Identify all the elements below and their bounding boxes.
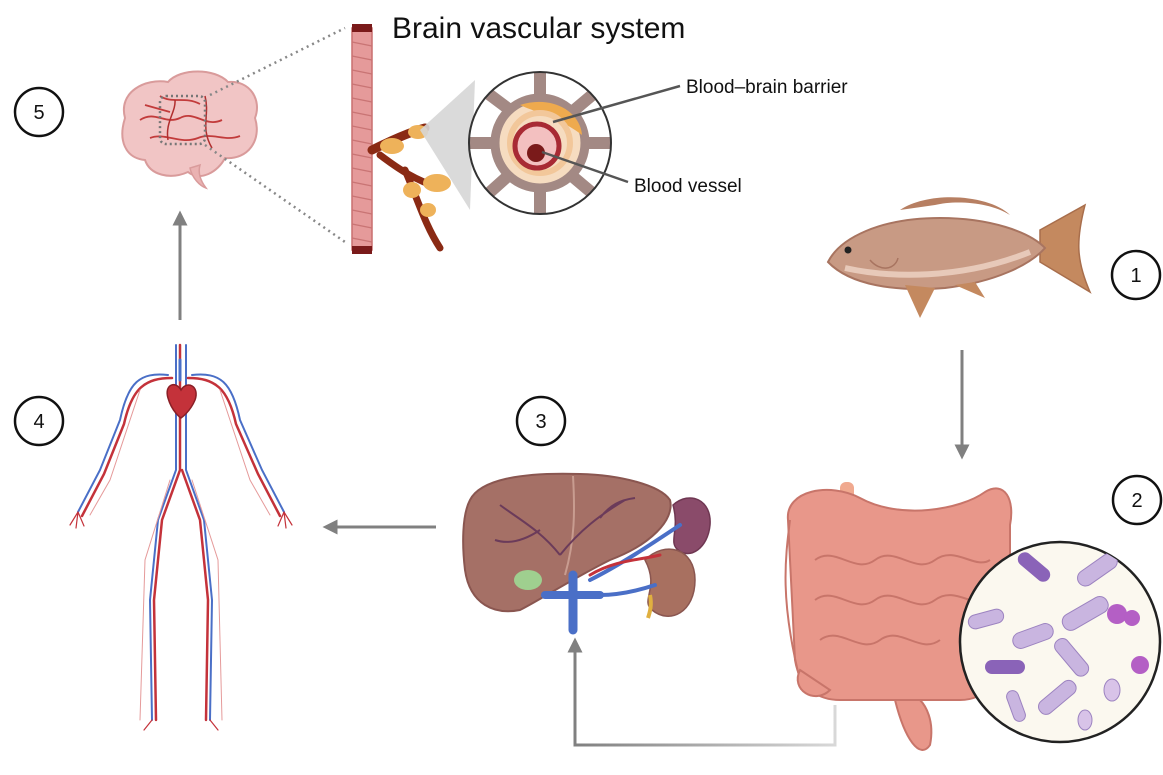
gut-bacteria-zoom (960, 542, 1160, 742)
circulatory-system-icon (70, 345, 292, 730)
diagram-title: Brain vascular system (392, 12, 685, 45)
step-number-3: 3 (535, 411, 546, 433)
fish-icon (828, 197, 1090, 318)
vessel-label: Blood vessel (634, 176, 742, 197)
bbb-label: Blood–brain barrier (686, 77, 848, 98)
step-number-5: 5 (33, 102, 44, 124)
step-number-2: 2 (1131, 490, 1142, 512)
step-badge-3: 3 (517, 397, 565, 445)
zoom-line-bottom (205, 145, 345, 242)
brain-vessel-illustration (352, 24, 475, 254)
bbb-cross-section (455, 60, 625, 230)
liver-kidney-icon (463, 474, 710, 630)
step-badge-1: 1 (1112, 251, 1160, 299)
step-badge-5: 5 (15, 88, 63, 136)
step-number-4: 4 (33, 411, 44, 433)
brain-icon (122, 72, 257, 189)
step-number-1: 1 (1130, 265, 1141, 287)
step-badge-2: 2 (1113, 476, 1161, 524)
step-badge-4: 4 (15, 397, 63, 445)
